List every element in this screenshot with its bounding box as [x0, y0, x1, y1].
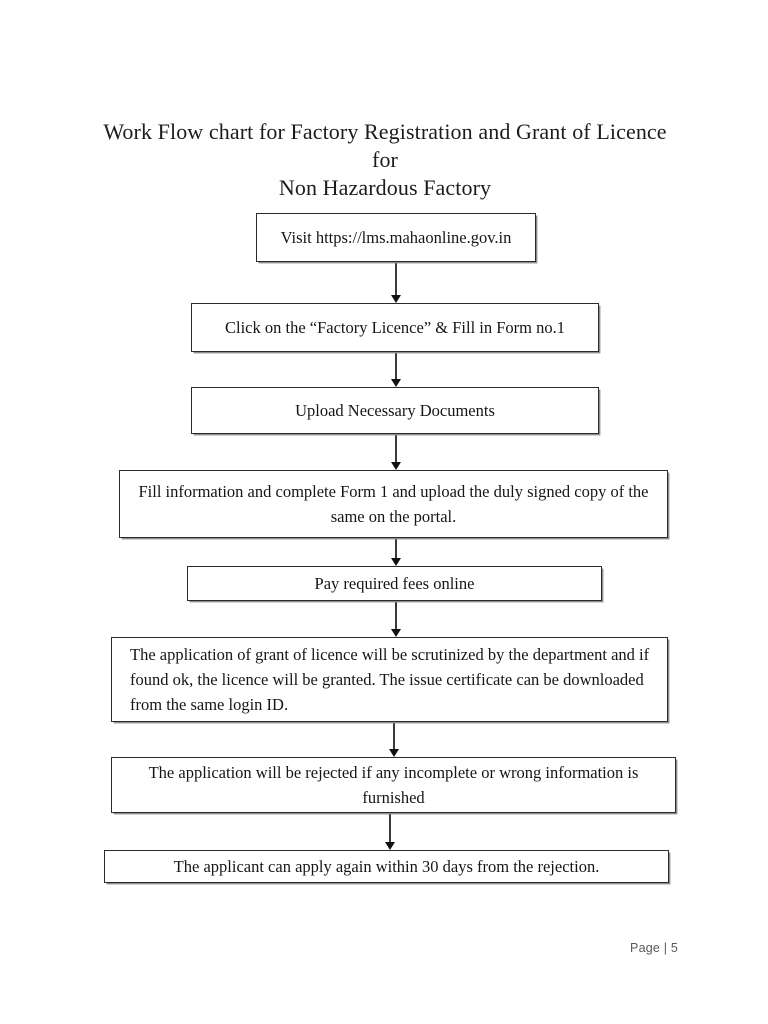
flow-node-label: The application of grant of licence will…: [130, 645, 650, 714]
flow-node-step-5: Pay required fees online: [187, 566, 602, 601]
flow-connector: [395, 538, 397, 559]
flow-node-label: The applicant can apply again within 30 …: [173, 857, 600, 876]
flow-node-label: Visit https://lms.mahaonline.gov.in: [280, 228, 512, 247]
arrowhead-icon: [388, 749, 399, 757]
arrowhead-icon: [390, 379, 401, 387]
flow-node-step-3: Upload Necessary Documents: [191, 387, 599, 434]
page-title-line-2: for: [372, 147, 398, 172]
flow-node-step-8: The applicant can apply again within 30 …: [104, 850, 669, 883]
flow-node-step-7: The application will be rejected if any …: [111, 757, 676, 813]
flow-connector: [395, 352, 397, 380]
flow-node-step-2: Click on the “Factory Licence” & Fill in…: [191, 303, 599, 352]
page-footer: Page | 5: [630, 941, 678, 955]
flow-node-step-6: The application of grant of licence will…: [111, 637, 668, 722]
flow-connector: [395, 262, 397, 296]
page-title: Work Flow chart for Factory Registration…: [60, 118, 710, 202]
arrowhead-icon: [384, 842, 395, 850]
arrowhead-icon: [390, 629, 401, 637]
flow-node-step-4: Fill information and complete Form 1 and…: [119, 470, 668, 538]
flow-node-label: Pay required fees online: [314, 574, 475, 593]
arrowhead-icon: [390, 295, 401, 303]
page-title-line-3: Non Hazardous Factory: [278, 175, 492, 200]
arrowhead-icon: [390, 558, 401, 566]
flow-node-label: Upload Necessary Documents: [295, 401, 495, 420]
flow-node-label: The application will be rejected if any …: [148, 763, 639, 807]
flow-node-label: Click on the “Factory Licence” & Fill in…: [224, 318, 565, 337]
flow-connector: [395, 434, 397, 463]
page-title-line-1: Work Flow chart for Factory Registration…: [103, 119, 667, 144]
flow-connector: [393, 722, 395, 750]
flow-connector: [395, 601, 397, 630]
flow-node-step-1: Visit https://lms.mahaonline.gov.in: [256, 213, 536, 262]
flow-connector: [389, 813, 391, 843]
flow-node-label: Fill information and complete Form 1 and…: [138, 482, 649, 526]
arrowhead-icon: [390, 462, 401, 470]
